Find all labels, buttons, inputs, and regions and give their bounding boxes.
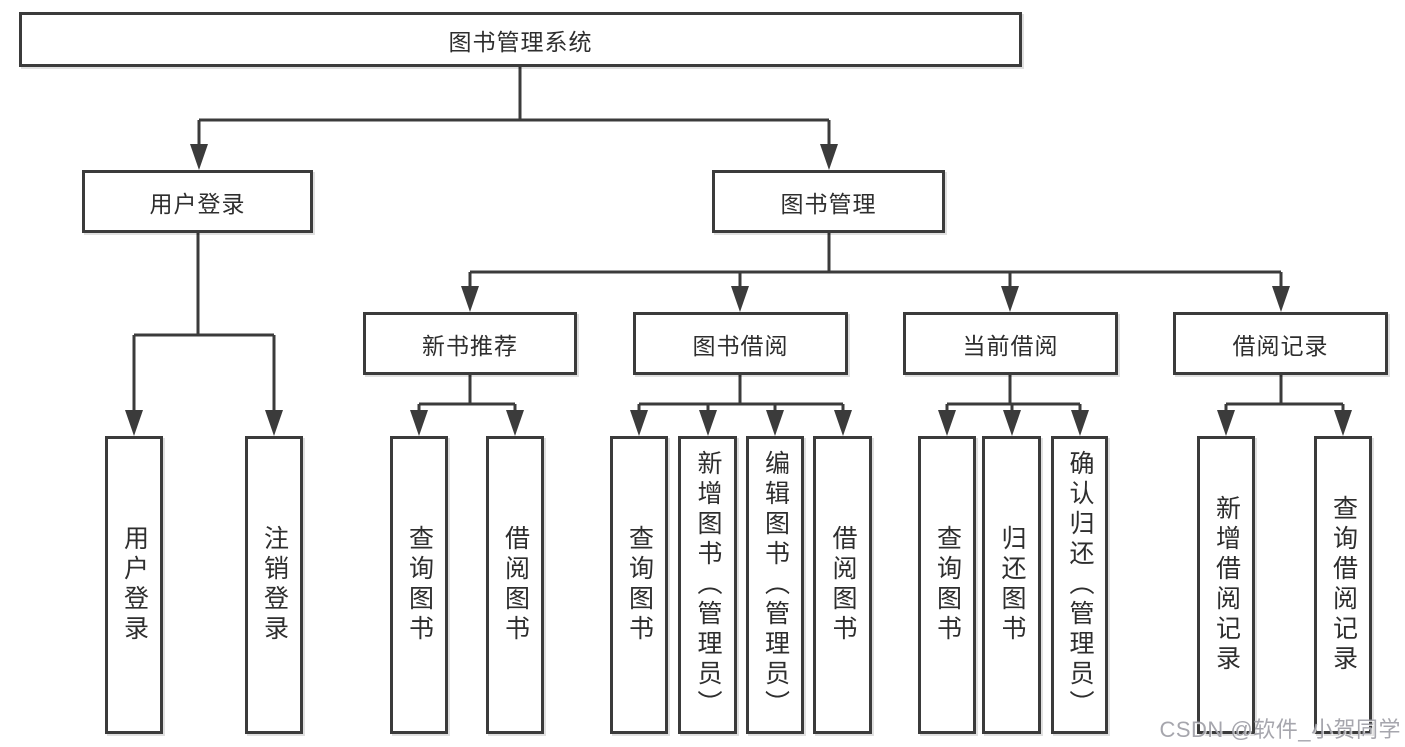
arrowhead-icon [834, 410, 852, 436]
arrowhead-icon [1272, 286, 1290, 312]
node-current-borrowing: 当前借阅 [903, 312, 1118, 375]
arrowhead-icon [1334, 410, 1352, 436]
leaf-records-add-borrow-record: 新增借阅记录 [1197, 436, 1255, 734]
arrowhead-icon [731, 286, 749, 312]
node-label: 借阅图书 [501, 525, 530, 645]
leaf-borrow-query-books: 查询图书 [610, 436, 668, 734]
node-label: 借阅图书 [829, 525, 857, 645]
arrowhead-icon [766, 410, 784, 436]
node-label: 新书推荐 [422, 332, 518, 359]
connector-root-to-level2 [197, 66, 831, 146]
arrowhead-icon [125, 410, 143, 436]
node-label: 新增借阅记录 [1212, 495, 1241, 675]
arrowhead-icon [630, 410, 648, 436]
csdn-watermark: CSDN @软件_小贺同学 [1159, 717, 1401, 742]
connector-current-borrow-children [945, 374, 1082, 412]
node-book-borrowing: 图书借阅 [633, 312, 848, 375]
leaf-current-return-books: 归还图书 [982, 436, 1041, 734]
arrowhead-icon [1003, 410, 1021, 436]
node-user-login: 用户登录 [82, 170, 313, 233]
leaf-borrow-add-books-admin: 新增图书（管理员） [678, 436, 737, 734]
leaf-logout: 注销登录 [245, 436, 303, 734]
leaf-borrow-borrow-books: 借阅图书 [813, 436, 872, 734]
arrowhead-icon [265, 410, 283, 436]
leaf-borrow-edit-books-admin: 编辑图书（管理员） [746, 436, 804, 734]
arrowhead-icon [461, 286, 479, 312]
node-borrowing-records: 借阅记录 [1173, 312, 1388, 375]
arrowhead-icons [125, 144, 1352, 436]
arrowhead-icon [1001, 286, 1019, 312]
leaf-current-confirm-return-admin: 确认归还（管理员） [1051, 436, 1108, 734]
arrowhead-icon [938, 410, 956, 436]
node-label: 借阅记录 [1232, 332, 1329, 359]
node-label: 查询图书 [405, 525, 434, 645]
leaf-newbook-borrow-books: 借阅图书 [486, 436, 544, 734]
node-label: 查询图书 [625, 525, 654, 645]
node-label: 编辑图书（管理员） [761, 450, 790, 720]
node-label: 查询图书 [933, 525, 962, 645]
arrowhead-icon [410, 410, 428, 436]
node-label: 图书管理系统 [448, 28, 593, 55]
node-label: 图书借阅 [692, 332, 789, 359]
leaf-records-query-borrow-record: 查询借阅记录 [1314, 436, 1372, 734]
node-label: 确认归还（管理员） [1066, 450, 1094, 720]
node-label: 图书管理 [780, 190, 877, 217]
node-label: 用户登录 [120, 525, 149, 645]
node-label: 归还图书 [998, 525, 1026, 645]
arrowhead-icon [1071, 410, 1089, 436]
connector-book-borrow-children [637, 374, 845, 412]
connector-borrow-record-children [1224, 374, 1345, 412]
arrowhead-icon [699, 410, 717, 436]
node-label: 注销登录 [260, 525, 289, 645]
node-label: 查询借阅记录 [1329, 495, 1358, 675]
arrowhead-icon [190, 144, 208, 170]
node-label: 新增图书（管理员） [694, 450, 722, 720]
connector-new-book-children [417, 374, 517, 412]
node-library-management-system: 图书管理系统 [19, 12, 1022, 67]
leaf-newbook-query-books: 查询图书 [390, 436, 448, 734]
arrowhead-icon [1217, 410, 1235, 436]
node-book-management: 图书管理 [712, 170, 945, 233]
node-new-book-recommend: 新书推荐 [363, 312, 577, 375]
node-label: 用户登录 [149, 190, 246, 217]
connector-book-mgmt-children [468, 232, 1283, 288]
arrowhead-icon [820, 144, 838, 170]
node-label: 当前借阅 [962, 332, 1059, 359]
leaf-user-login: 用户登录 [105, 436, 163, 734]
leaf-current-query-books: 查询图书 [918, 436, 976, 734]
connector-user-login-children [132, 232, 276, 412]
arrowhead-icon [506, 410, 524, 436]
